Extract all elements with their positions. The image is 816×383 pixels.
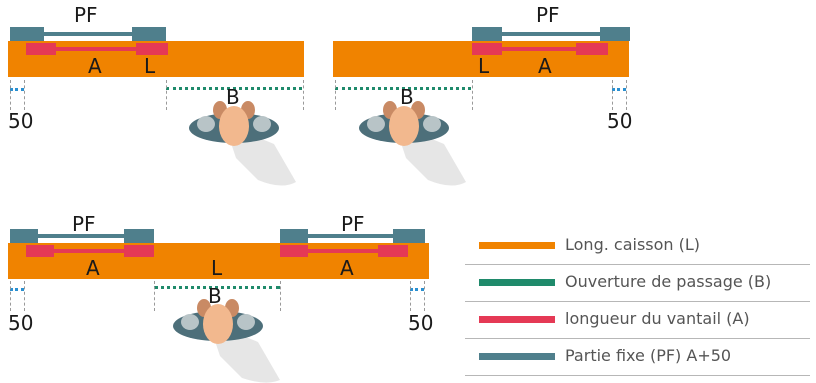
pf-label: PF [72, 212, 96, 236]
person-top-view-icon [359, 101, 466, 186]
pf-label: PF [74, 3, 98, 27]
a-label: A [88, 54, 102, 78]
legend-swatch [479, 242, 555, 249]
leaf-bar [26, 43, 56, 55]
guide-line [424, 281, 425, 311]
guide-line [10, 281, 11, 311]
leaf-bar [56, 47, 136, 51]
fixed-part-bar [472, 27, 630, 41]
a-label: A [538, 54, 552, 78]
guide-line [472, 80, 473, 110]
offset-dash [10, 288, 24, 291]
offset-label: 50 [408, 311, 434, 335]
b-label: B [400, 85, 414, 109]
a-label: A [86, 256, 100, 280]
guide-line [335, 80, 336, 110]
legend-label: Partie fixe (PF) A+50 [565, 346, 732, 365]
a-label: A [340, 256, 354, 280]
guide-line [612, 80, 613, 110]
offset-dash [410, 288, 424, 291]
legend-swatch [479, 279, 555, 286]
legend-item-leaf: longueur du vantail (A) [465, 302, 810, 339]
legend-swatch [479, 353, 555, 360]
b-label: B [226, 85, 240, 109]
b-label: B [208, 284, 222, 308]
legend-label: Long. caisson (L) [565, 235, 701, 254]
leaf-bar [136, 43, 168, 55]
guide-line [166, 80, 167, 110]
guide-line [10, 80, 11, 110]
offset-label: 50 [8, 311, 34, 335]
legend-swatch [479, 316, 555, 323]
legend-label: longueur du vantail (A) [565, 309, 750, 328]
leaf-bar [502, 47, 576, 51]
guide-line [303, 80, 304, 110]
fixed-part-bar [280, 229, 425, 243]
passage-dash [154, 286, 280, 289]
guide-line [626, 80, 627, 110]
person-top-view-icon [173, 299, 280, 383]
legend-item-fixed: Partie fixe (PF) A+50 [465, 339, 810, 376]
guide-line [154, 281, 155, 311]
offset-dash [612, 88, 626, 91]
fixed-part-bar [10, 229, 154, 243]
fixed-part-bar [10, 27, 166, 41]
offset-dash [10, 88, 24, 91]
leaf-bar [308, 249, 378, 253]
person-top-view-icon [189, 101, 296, 186]
passage-dash [166, 87, 302, 90]
passage-dash [335, 87, 471, 90]
guide-line [24, 80, 25, 110]
offset-label: 50 [607, 109, 633, 133]
guide-line [280, 281, 281, 311]
guide-line [24, 281, 25, 311]
leaf-bar [26, 245, 54, 257]
l-label: L [144, 54, 156, 78]
pf-label: PF [536, 3, 560, 27]
leaf-bar [378, 245, 408, 257]
l-label: L [211, 256, 223, 280]
l-label: L [478, 54, 490, 78]
leaf-bar [576, 43, 608, 55]
legend-item-passage: Ouverture de passage (B) [465, 265, 810, 302]
leaf-bar [472, 43, 502, 55]
offset-label: 50 [8, 109, 34, 133]
leaf-bar [280, 245, 308, 257]
leaf-bar [124, 245, 154, 257]
pf-label: PF [341, 212, 365, 236]
guide-line [410, 281, 411, 311]
legend-label: Ouverture de passage (B) [565, 272, 772, 291]
legend-item-housing: Long. caisson (L) [465, 228, 810, 265]
leaf-bar [54, 249, 124, 253]
